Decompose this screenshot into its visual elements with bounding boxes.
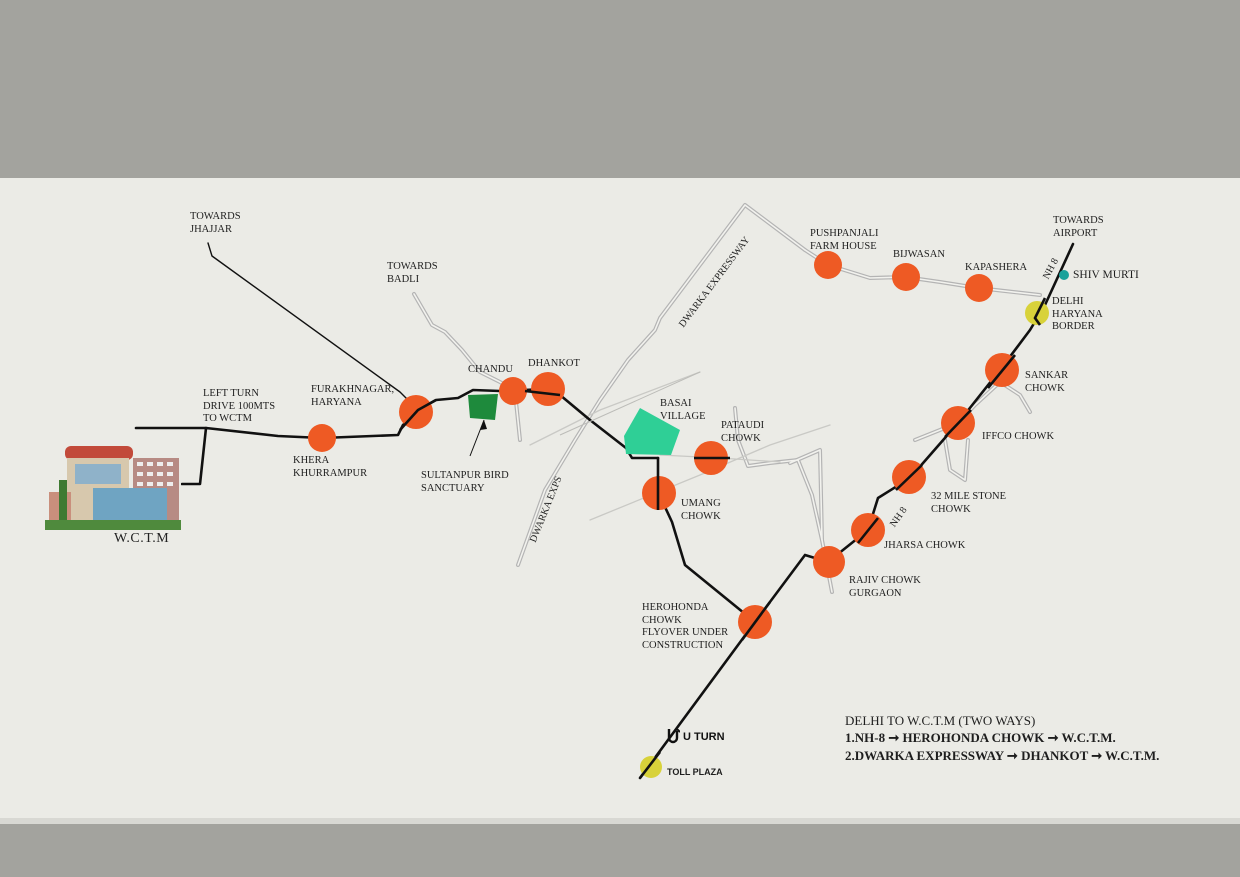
wctm-label: W.C.T.M	[114, 531, 170, 546]
route-wctm-dhankot	[180, 387, 660, 486]
label-jharsa-chowk: JHARSA CHOWK	[884, 540, 966, 551]
label-left-turn: LEFT TURN DRIVE 100MTS TO WCTM	[203, 388, 276, 424]
panel-shadow	[0, 818, 1240, 824]
label-pataudi-chowk: PATAUDI CHOWK	[721, 420, 765, 444]
label-towards-airport: TOWARDS AIRPORT	[1053, 215, 1104, 239]
junction-dhankot	[531, 372, 565, 406]
label-shiv-murti: SHIV MURTI	[1073, 269, 1139, 281]
legend-route-1: 1.NH-8 ➞ HEROHONDA CHOWK ➞ W.C.T.M.	[845, 730, 1116, 745]
label-chandu: CHANDU	[468, 364, 513, 375]
bottom-band	[0, 824, 1240, 877]
wctm-building-image	[45, 440, 181, 530]
route-nh8	[638, 242, 1075, 780]
junction-rajiv	[813, 546, 845, 578]
junction-pushpanjali	[814, 251, 842, 279]
label-dhankot: DHANKOT	[528, 358, 580, 369]
road-thin-2	[529, 371, 701, 446]
label-kapashera: KAPASHERA	[965, 262, 1028, 273]
label-toll-plaza: TOLL PLAZA	[667, 767, 723, 777]
legend-title: DELHI TO W.C.T.M (TWO WAYS)	[845, 713, 1036, 728]
u-turn-marker: U TURN	[666, 729, 725, 745]
decor-line	[559, 371, 701, 436]
junction-chandu	[499, 377, 527, 405]
label-bijwasan: BIJWASAN	[893, 249, 945, 260]
basai-village	[624, 408, 680, 455]
label-basai-village: BASAI VILLAGE	[660, 398, 706, 422]
label-herohonda-chowk: HEROHONDA CHOWK FLYOVER UNDER CONSTRUCTI…	[642, 602, 729, 651]
label-32-mile-stone: 32 MILE STONE CHOWK	[931, 491, 1007, 515]
sultanpur-sanctuary	[468, 394, 498, 420]
legend-route-2: 2.DWARKA EXPRESSWAY ➞ DHANKOT ➞ W.C.T.M.	[845, 748, 1160, 763]
label-delhi-haryana-border: DELHI HARYANA BORDER	[1052, 296, 1103, 332]
label-sultanpur: SULTANPUR BIRD SANCTUARY	[421, 470, 509, 494]
junction-kapashera	[965, 274, 993, 302]
junction-khera-khurrampur	[308, 424, 336, 452]
u-turn-label: U TURN	[683, 731, 725, 743]
label-rajiv-chowk: RAJIV CHOWK GURGAON	[849, 575, 921, 599]
junction-bijwasan	[892, 263, 920, 291]
label-towards-jhajjar: TOWARDS JHAJJAR	[190, 211, 241, 235]
label-towards-badli: TOWARDS BADLI	[387, 261, 438, 285]
label-umang-chowk: UMANG CHOWK	[681, 498, 721, 522]
label-iffco-chowk: IFFCO CHOWK	[982, 431, 1055, 442]
route-umang-herohonda	[656, 456, 757, 624]
map-panel	[0, 178, 1240, 824]
label-pushpanjali: PUSHPANJALI FARM HOUSE	[810, 228, 879, 252]
top-band	[0, 0, 1240, 178]
label-sankar-chowk: SANKAR CHOWK	[1025, 370, 1069, 394]
u-turn-icon	[667, 729, 680, 744]
label-khera-khurrampur: KHERA KHURRAMPUR	[293, 455, 368, 479]
label-furakhnagar: FURAKHNAGAR, HARYANA	[311, 384, 395, 408]
shiv-murti-marker	[1059, 270, 1069, 280]
route-legend: DELHI TO W.C.T.M (TWO WAYS) 1.NH-8 ➞ HER…	[845, 713, 1159, 765]
